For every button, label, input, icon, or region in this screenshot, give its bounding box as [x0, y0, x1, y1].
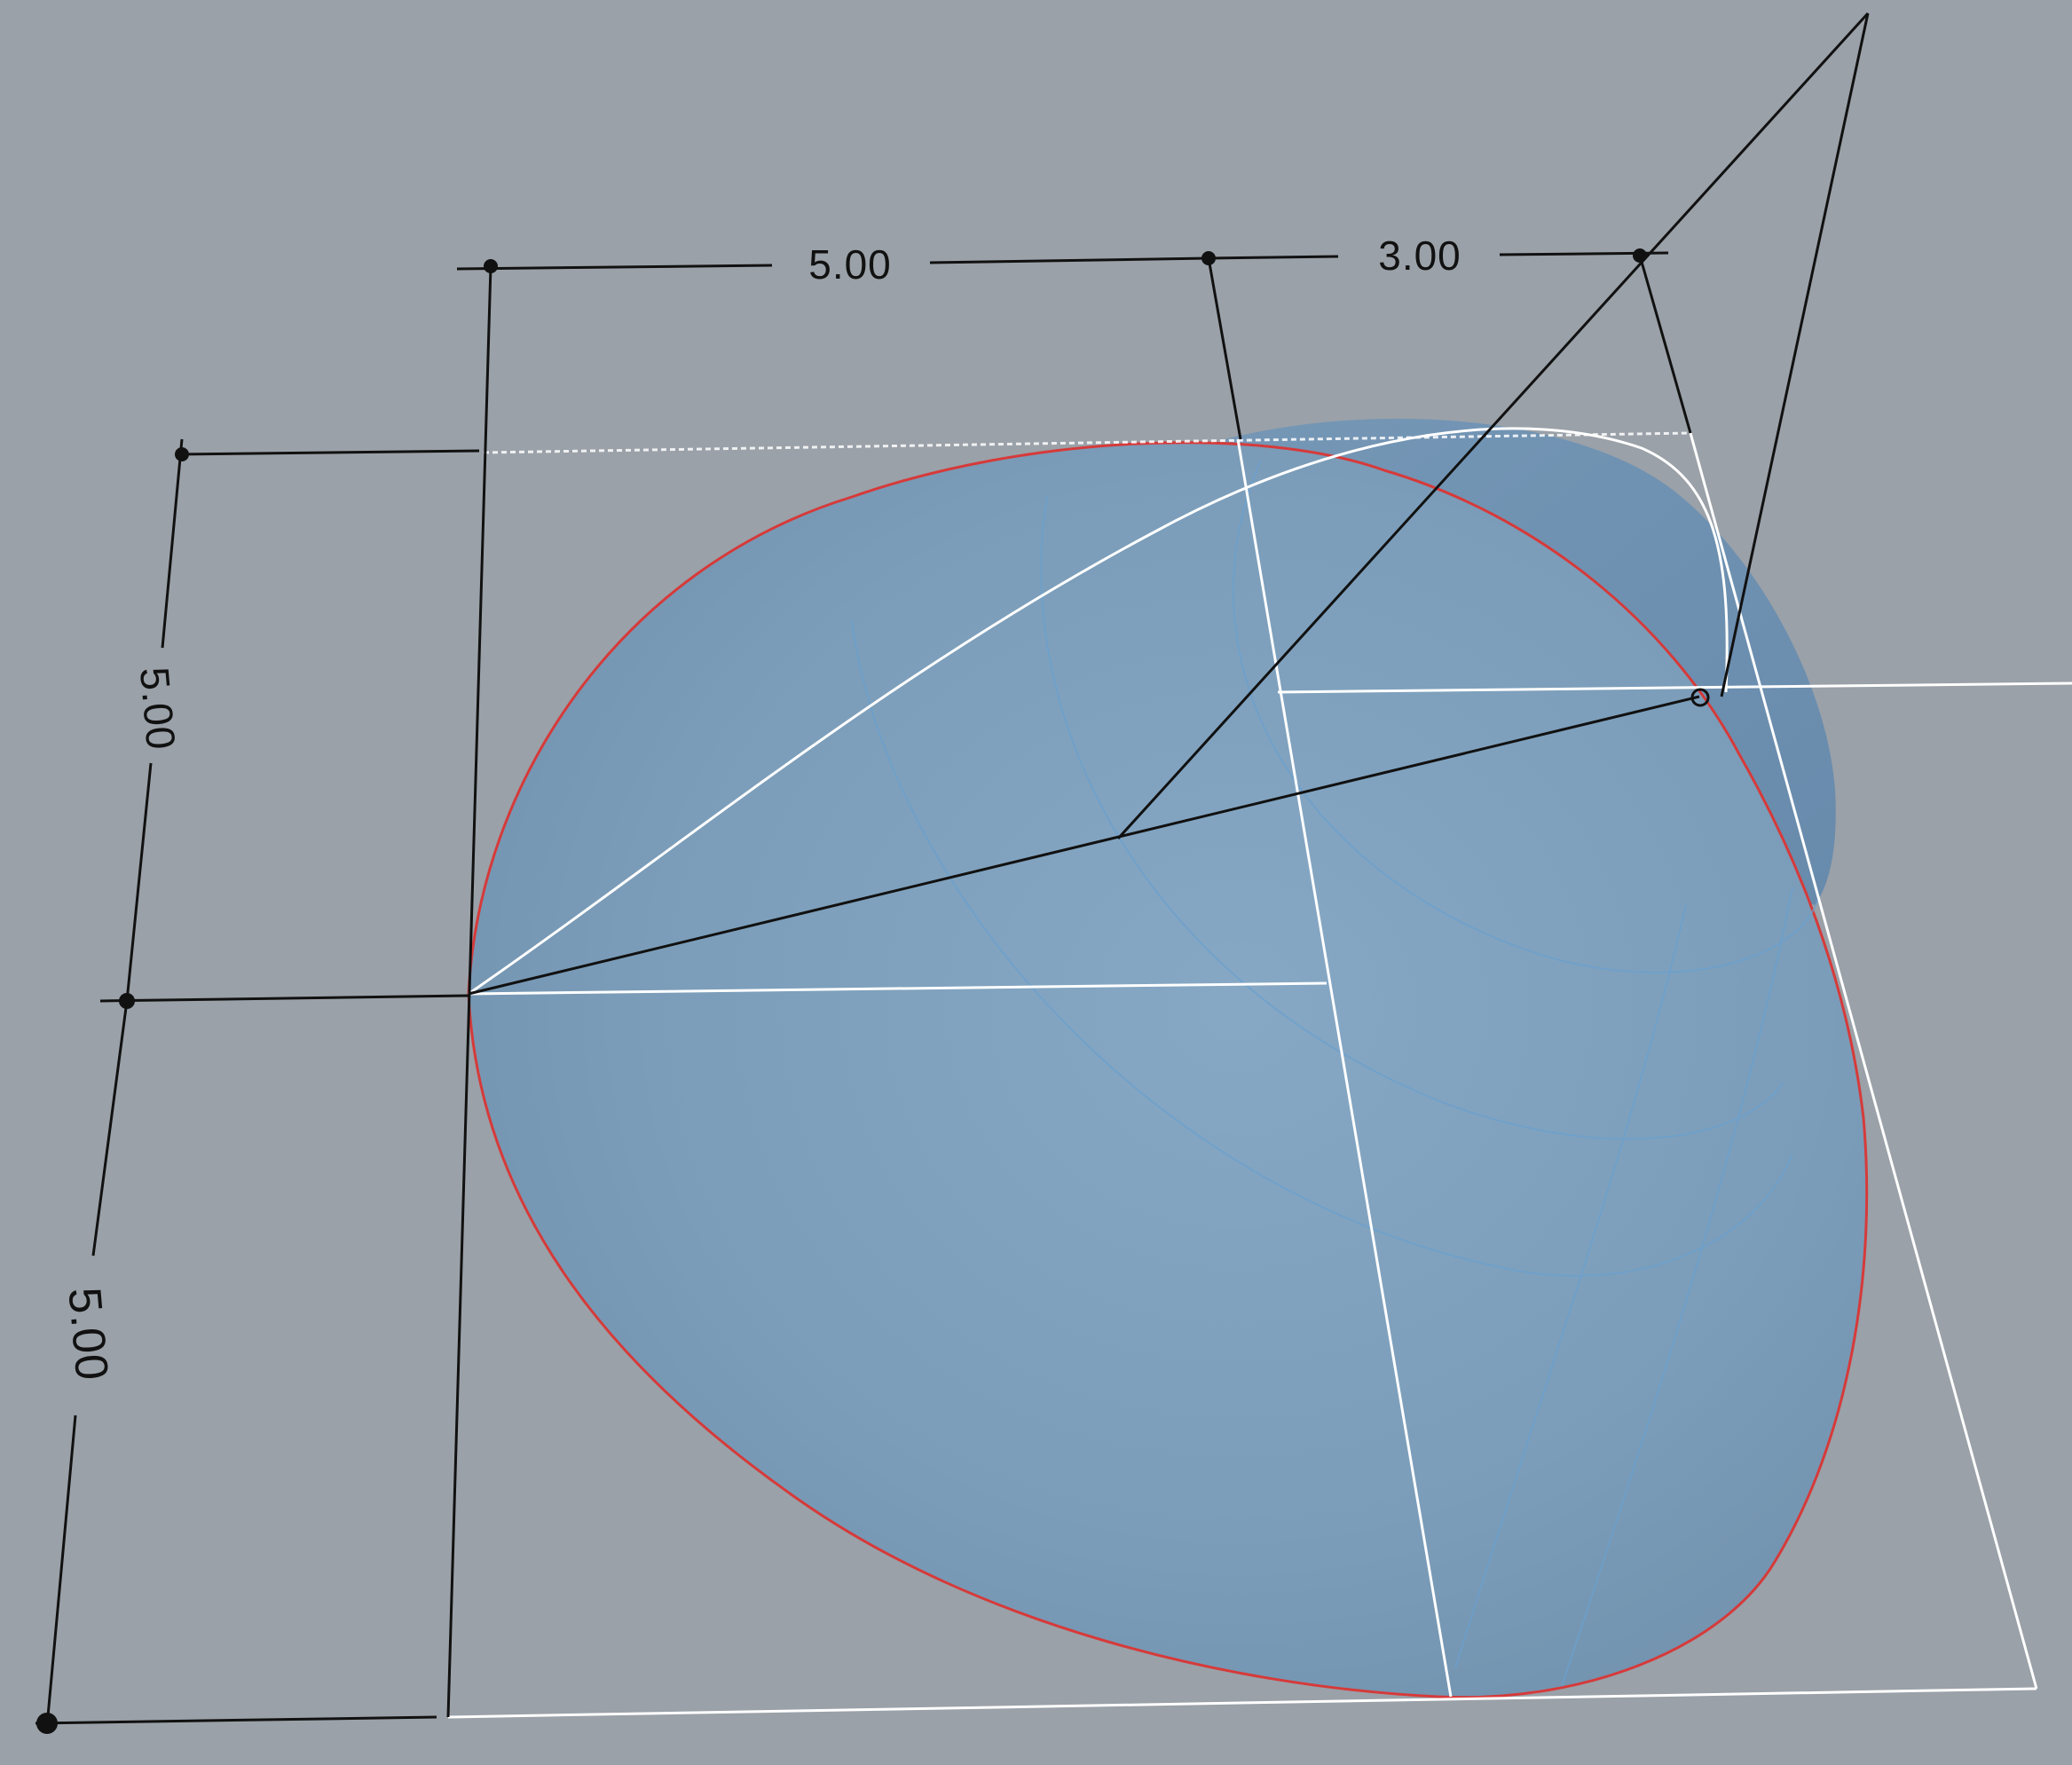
- guide-vertical-center: [1236, 438, 1453, 1698]
- construction-guides: [447, 427, 2072, 1719]
- guide-right-edge: [1689, 432, 2038, 1690]
- dimension-label-top-left[interactable]: 5.00: [808, 241, 892, 288]
- dimension-label-top-right[interactable]: 3.00: [1378, 232, 1461, 279]
- guide-top-dashed: [483, 431, 1691, 454]
- guide-horizontal-mid: [468, 981, 1327, 996]
- guide-arc: [468, 427, 1729, 996]
- guide-horizontal-right: [1277, 682, 2072, 694]
- control-point-marker[interactable]: [1690, 688, 1710, 707]
- surface-isocurves: [851, 461, 1820, 1687]
- dimension-lines: [35, 12, 1870, 1727]
- dimension-label-left-lower[interactable]: 5.00: [58, 1286, 117, 1383]
- dimension-ticks: [36, 248, 1647, 1734]
- dimension-label-left-upper[interactable]: 5.00: [131, 666, 185, 752]
- guide-bottom: [447, 1687, 2037, 1719]
- solid-surface[interactable]: [467, 441, 1869, 1699]
